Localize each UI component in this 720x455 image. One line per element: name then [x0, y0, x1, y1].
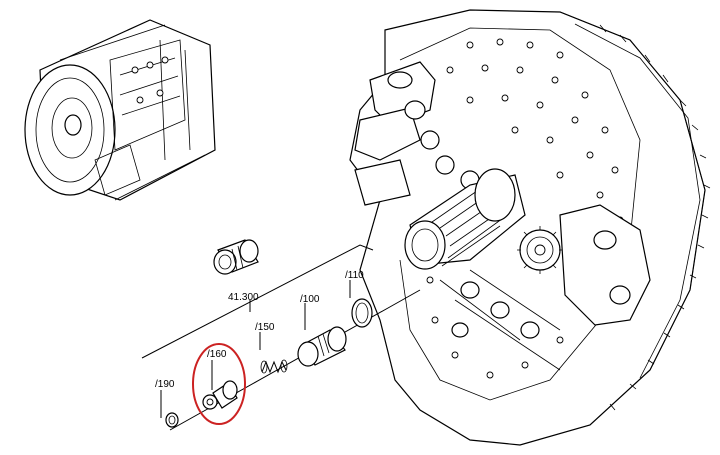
callout-41300: 41.300 [228, 292, 259, 303]
part-160-plug [202, 380, 238, 410]
callout-160: /160 [207, 349, 227, 360]
part-41300-valve-sleeve [213, 239, 259, 275]
part-100-piston [297, 326, 347, 367]
part-110-o-ring [351, 298, 373, 328]
pump-gear [517, 226, 563, 274]
highlight-circle [192, 343, 246, 425]
output-shaft [404, 168, 526, 270]
callout-190: /190 [155, 379, 175, 390]
callout-150: /150 [255, 322, 275, 333]
transmission-housing-drawing [349, 9, 711, 446]
part-190-snap-ring [165, 412, 179, 428]
callout-110: /110 [345, 270, 364, 281]
callout-100: /100 [300, 294, 320, 305]
transmission-overview-drawing [24, 19, 216, 201]
part-150-spring [260, 359, 288, 374]
leader-lines [141, 244, 421, 431]
